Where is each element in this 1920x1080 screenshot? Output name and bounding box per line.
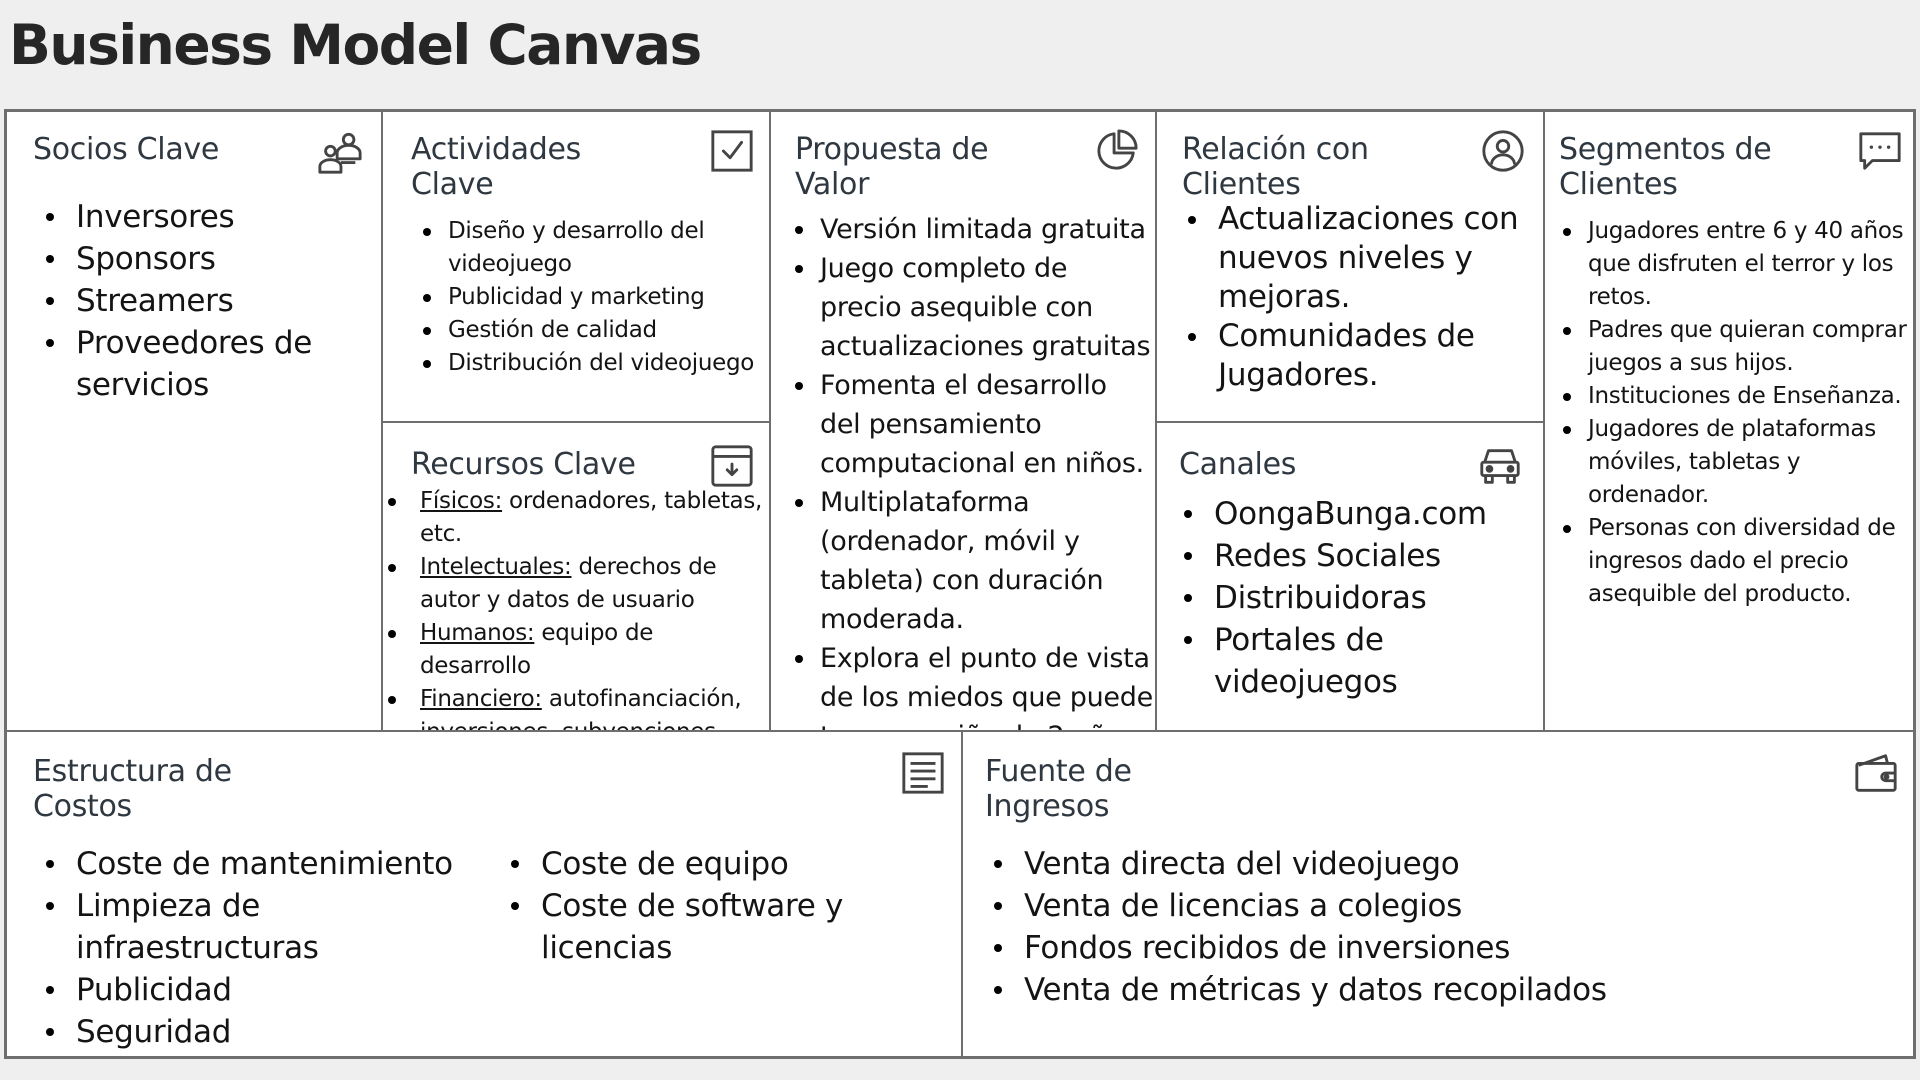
wallet-icon [1853, 750, 1899, 796]
list-item: Padres que quieran comprar juegos a sus … [1551, 314, 1909, 380]
business-model-canvas: Socios Clave Inversores Sponsors Streame… [4, 109, 1916, 1059]
recursos-clave-block: Recursos Clave Físicos: ordenadores, tab… [383, 423, 771, 732]
socios-clave-list: Inversores Sponsors Streamers Proveedore… [33, 196, 373, 406]
list-item: Explora el punto de vista de los miedos … [783, 639, 1153, 730]
checkbox-icon [709, 128, 755, 174]
partners-icon [317, 130, 363, 176]
list-item: Fomenta el desarrollo del pensamiento co… [783, 366, 1153, 483]
recursos-clave-title: Recursos Clave [411, 447, 636, 482]
list-item: Jugadores de plataformas móviles, tablet… [1551, 413, 1909, 512]
list-item: Limpieza de infraestructuras [33, 885, 473, 969]
estructura-de-costos-list-2: Coste de equipo Coste de software y lice… [498, 843, 958, 969]
list-item: Coste de mantenimiento [33, 843, 473, 885]
list-item: Actualizaciones con nuevos niveles y mej… [1175, 200, 1540, 317]
canales-list: OongaBunga.com Redes Sociales Distribuid… [1171, 493, 1541, 703]
list-item: Publicidad [33, 969, 473, 1011]
list-item: Gestión de calidad [411, 314, 766, 347]
list-item: Juego completo de precio asequible con a… [783, 249, 1153, 366]
segmentos-de-clientes-list: Jugadores entre 6 y 40 años que disfrute… [1551, 215, 1909, 611]
list-item: Portales de videojuegos [1171, 619, 1541, 703]
archive-box-icon [709, 443, 755, 489]
list-item: Seguridad [33, 1011, 473, 1053]
list-item: Inversores [33, 196, 373, 238]
canales-block: Canales OongaBunga.com Redes Sociales Di… [1157, 423, 1545, 732]
speech-bubble-icon [1857, 128, 1903, 174]
page-title: Business Model Canvas [9, 13, 702, 77]
list-item: Personas con diversidad de ingresos dado… [1551, 512, 1909, 611]
list-item: Streamers [33, 280, 373, 322]
list-item: Venta de licencias a colegios [981, 885, 1881, 927]
list-item: Intelectuales: derechos de autor y datos… [383, 551, 767, 617]
list-item: Venta directa del videojuego [981, 843, 1881, 885]
list-item: Publicidad y marketing [411, 281, 766, 314]
list-item: Venta de métricas y datos recopilados [981, 969, 1881, 1011]
list-item: Fondos recibidos de inversiones [981, 927, 1881, 969]
list-item: OongaBunga.com [1171, 493, 1541, 535]
list-item: Distribuidoras [1171, 577, 1541, 619]
list-item: Instituciones de Enseñanza. [1551, 380, 1909, 413]
fuente-de-ingresos-list: Venta directa del videojuego Venta de li… [981, 843, 1881, 1011]
list-item: Sponsors [33, 238, 373, 280]
canales-title: Canales [1179, 447, 1297, 482]
list-item: Coste de equipo [498, 843, 958, 885]
estructura-de-costos-list-1: Coste de mantenimiento Limpieza de infra… [33, 843, 473, 1053]
list-item: Multiplataforma (ordenador, móvil y tabl… [783, 483, 1153, 639]
list-item: Físicos: ordenadores, tabletas, etc. [383, 485, 767, 551]
list-item: Diseño y desarrollo del videojuego [411, 215, 766, 281]
list-item: Versión limitada gratuita [783, 210, 1153, 249]
list-item: Humanos: equipo de desarrollo [383, 617, 767, 683]
car-icon [1477, 443, 1523, 489]
list-item: Jugadores entre 6 y 40 años que disfrute… [1551, 215, 1909, 314]
list-item: Redes Sociales [1171, 535, 1541, 577]
user-circle-icon [1480, 128, 1526, 174]
document-lines-icon [900, 750, 946, 796]
propuesta-de-valor-list: Versión limitada gratuita Juego completo… [783, 210, 1153, 730]
list-item: Distribución del videojuego [411, 347, 766, 380]
list-item: Financiero: autofinanciación, inversione… [383, 683, 767, 730]
recursos-clave-list: Físicos: ordenadores, tabletas, etc. Int… [383, 485, 767, 730]
list-item: Proveedores de servicios [33, 322, 373, 406]
relacion-con-clientes-list: Actualizaciones con nuevos niveles y mej… [1175, 200, 1540, 395]
socios-clave-block: Socios Clave Inversores Sponsors Streame… [7, 112, 383, 732]
list-item: Comunidades de Jugadores. [1175, 317, 1540, 395]
socios-clave-title: Socios Clave [33, 132, 220, 167]
pie-chart-icon [1093, 128, 1139, 174]
actividades-clave-list: Diseño y desarrollo del videojuego Publi… [411, 215, 766, 380]
list-item: Coste de software y licencias [498, 885, 958, 969]
